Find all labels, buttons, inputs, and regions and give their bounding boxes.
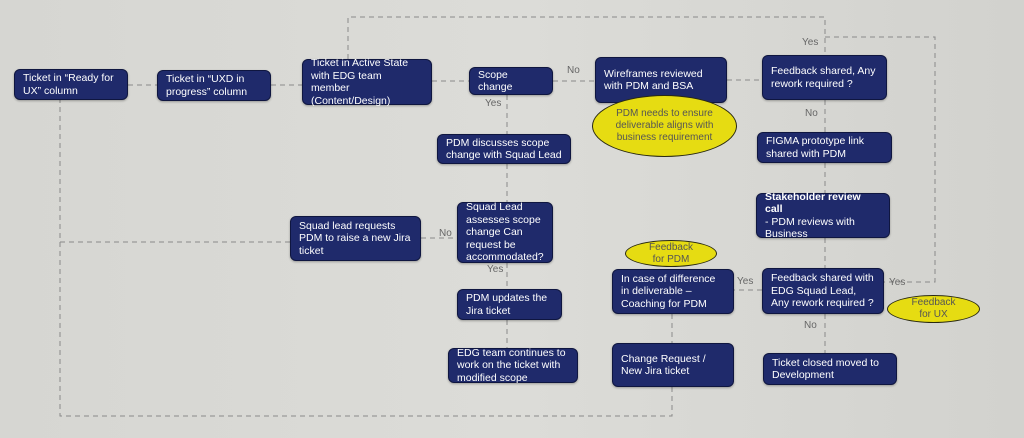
- label-scope-yes: Yes: [485, 98, 502, 109]
- stakeholder-detail: - PDM reviews with Business: [765, 215, 855, 241]
- node-label: Change Request / New Jira ticket: [621, 352, 706, 378]
- node-label: PDM updates the Jira ticket: [466, 292, 548, 317]
- node-label: In case of difference in deliverable – C…: [621, 272, 716, 310]
- label-feedback-yes: Yes: [802, 37, 819, 48]
- label-feedback-no: No: [805, 108, 818, 119]
- label-edg-yes-left: Yes: [737, 276, 754, 287]
- node-label: Ticket in “Ready for UX” column: [23, 72, 114, 97]
- note-label: Feedback for PDM: [649, 241, 693, 265]
- node-edg-continues: EDG team continues to work on the ticket…: [448, 346, 578, 384]
- node-label: Wireframes reviewed with PDM and BSA: [604, 67, 703, 93]
- note-feedback-pdm: Feedback for PDM: [625, 240, 717, 267]
- node-uxd-in-progress: Ticket in “UXD in progress” column: [157, 70, 271, 101]
- label-assess-no: No: [439, 228, 452, 239]
- node-label: Feedback shared, Any rework required ?: [771, 65, 876, 90]
- node-label: Scope change: [478, 68, 513, 94]
- node-label: Squad Lead assesses scope change Can req…: [466, 201, 544, 264]
- node-feedback-shared: Feedback shared, Any rework required ?: [762, 55, 887, 100]
- node-label: PDM discusses scope change with Squad Le…: [446, 136, 562, 162]
- node-difference-coaching: In case of difference in deliverable – C…: [612, 269, 734, 314]
- node-label: Ticket in Active State with EDG team mem…: [311, 57, 409, 107]
- node-active-state: Ticket in Active State with EDG team mem…: [302, 57, 432, 107]
- label-edg-yes-right: Yes: [889, 277, 906, 288]
- label-edg-no: No: [804, 320, 817, 331]
- node-scope-change: Scope change: [469, 67, 553, 95]
- node-squad-lead-assesses: Squad Lead assesses scope change Can req…: [457, 201, 553, 264]
- node-label: Stakeholder review call- PDM reviews wit…: [765, 191, 881, 241]
- node-label: Ticket in “UXD in progress” column: [166, 73, 248, 98]
- node-pdm-updates: PDM updates the Jira ticket: [457, 289, 562, 320]
- note-pdm-needs: PDM needs to ensure deliverable aligns w…: [592, 95, 737, 157]
- node-label: FIGMA prototype link shared with PDM: [766, 135, 865, 160]
- node-figma-link: FIGMA prototype link shared with PDM: [757, 132, 892, 163]
- node-label: EDG team continues to work on the ticket…: [457, 346, 566, 384]
- node-ticket-closed: Ticket closed moved to Development: [763, 353, 897, 385]
- node-change-request: Change Request / New Jira ticket: [612, 343, 734, 387]
- node-feedback-edg: Feedback shared with EDG Squad Lead, Any…: [762, 268, 884, 314]
- node-stakeholder-review: Stakeholder review call- PDM reviews wit…: [756, 191, 890, 241]
- node-label: Squad lead requests PDM to raise a new J…: [299, 219, 411, 257]
- note-feedback-ux: Feedback for UX: [887, 295, 980, 323]
- node-ready-for-ux: Ticket in “Ready for UX” column: [14, 69, 128, 100]
- label-assess-yes: Yes: [487, 264, 504, 275]
- label-scope-no: No: [567, 65, 580, 76]
- node-label: Feedback shared with EDG Squad Lead, Any…: [771, 272, 874, 310]
- node-pdm-discusses: PDM discusses scope change with Squad Le…: [437, 134, 571, 164]
- node-squad-lead-requests: Squad lead requests PDM to raise a new J…: [290, 216, 421, 261]
- note-label: PDM needs to ensure deliverable aligns w…: [615, 108, 714, 143]
- node-label: Ticket closed moved to Development: [772, 356, 879, 382]
- stakeholder-title: Stakeholder review call: [765, 190, 861, 216]
- note-label: Feedback for UX: [911, 297, 956, 320]
